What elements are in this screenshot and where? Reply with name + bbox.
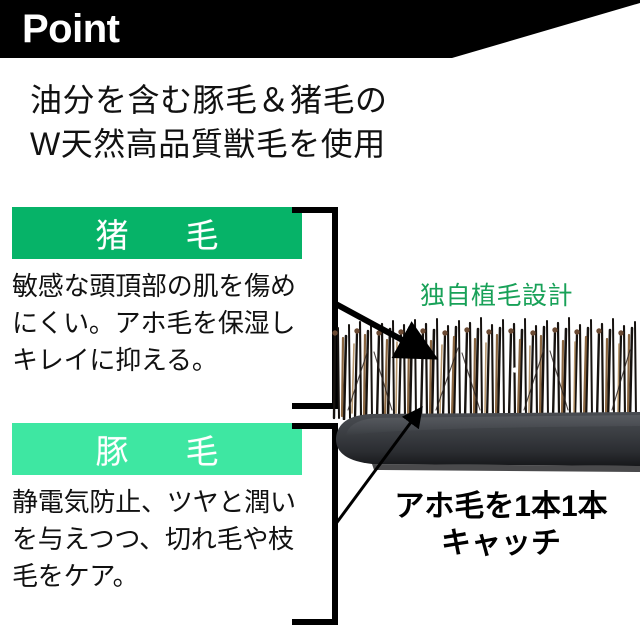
feature-label-pig: 豚 毛: [12, 423, 302, 475]
lead-heading-line-1: 油分を含む豚毛＆猪毛の: [30, 82, 388, 118]
lead-heading: 油分を含む豚毛＆猪毛の W天然高品質獣毛を使用: [30, 78, 590, 166]
feature-body-pig: 静電気防止、ツヤと潤いを与えつつ、切れ毛や枝毛をケア。: [12, 487, 296, 591]
page-title: Point: [22, 7, 120, 51]
product-caption-bottom-line-2: キャッチ: [439, 524, 564, 562]
product-brush-image: [332, 317, 640, 472]
feature-label-boar: 猪 毛: [12, 207, 302, 259]
product-caption-bottom-line-1: アホ毛を1本1本: [392, 488, 610, 526]
product-caption-bottom: アホ毛を1本1本 キャッチ: [366, 488, 636, 563]
feature-block-pig: 豚 毛 静電気防止、ツヤと潤いを与えつつ、切れ毛や枝毛をケア。: [12, 423, 302, 595]
feature-block-boar: 猪 毛 敏感な頭頂部の肌を傷めにくい。アホ毛を保湿しキレイに抑える。: [12, 207, 302, 379]
product-caption-green: 独自植毛設計: [420, 282, 574, 310]
feature-body-boar: 敏感な頭頂部の肌を傷めにくい。アホ毛を保湿しキレイに抑える。: [12, 271, 296, 375]
lead-heading-line-2: W天然高品質獣毛を使用: [30, 126, 386, 163]
